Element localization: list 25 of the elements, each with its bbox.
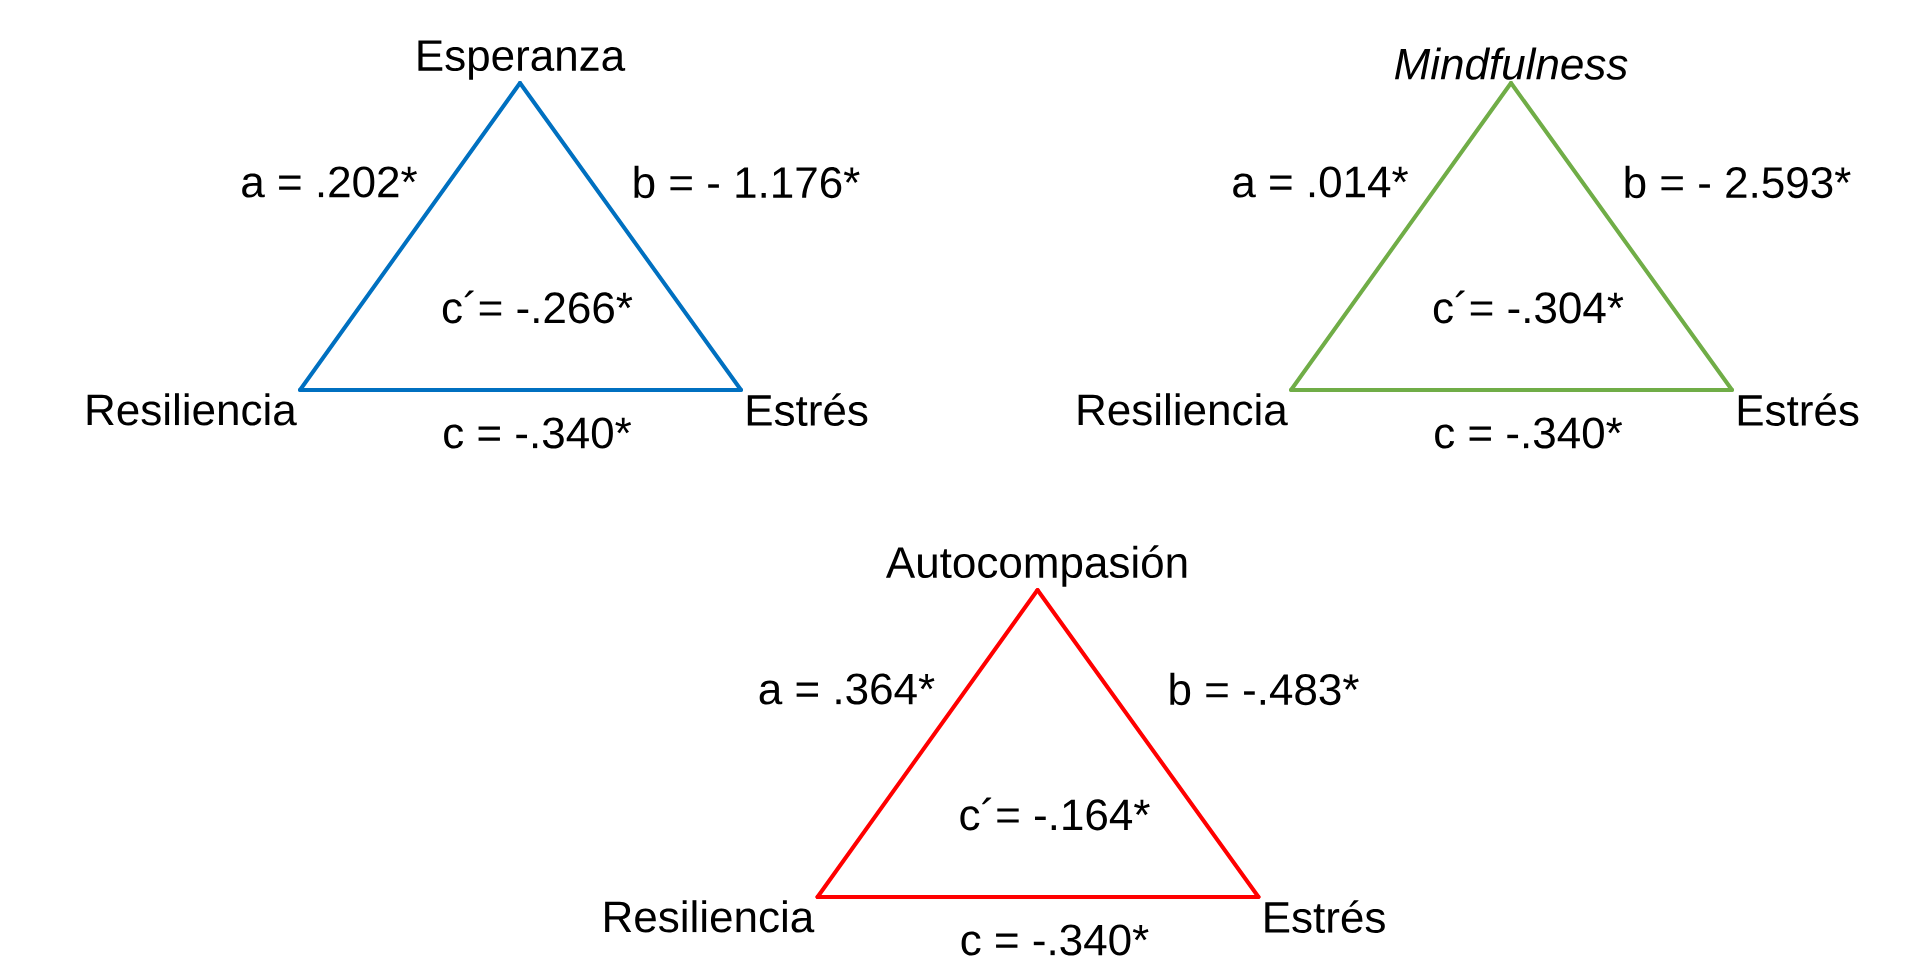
edge-label: b = - 2.593*: [1625, 165, 1851, 199]
edge-label: a = .364*: [759, 673, 935, 705]
effect-label: c´= -.164*: [960, 797, 1150, 831]
edge-label: c = -.340*: [961, 924, 1149, 956]
vertex-label: Resiliencia: [87, 393, 297, 426]
triangle-side: [815, 895, 1261, 899]
triangle-side: [815, 588, 1040, 899]
vertex-label: Mindfulness: [1394, 47, 1628, 80]
edge-label: b = - 1.176*: [634, 165, 860, 199]
edge-label: b = -.483*: [1170, 672, 1359, 706]
edge-label: c = -.340*: [1435, 417, 1623, 449]
edge-label: c = -.340*: [444, 417, 632, 449]
triangle-side: [298, 388, 743, 392]
vertex-label: Autocompasión: [885, 545, 1187, 587]
vertex-label: Estrés: [1738, 393, 1859, 426]
vertex-label: Estrés: [747, 393, 868, 426]
triangle-side: [1289, 388, 1734, 392]
effect-label: c´= -.266*: [442, 290, 633, 324]
vertex-label: Resiliencia: [1078, 393, 1288, 426]
edge-label: a = .202*: [242, 166, 417, 198]
vertex-label: Estrés: [1265, 900, 1385, 933]
effect-label: c´= -.304*: [1433, 290, 1624, 324]
vertex-label: Esperanza: [418, 40, 626, 80]
edge-label: a = .014*: [1233, 166, 1408, 198]
vertex-label: Resiliencia: [605, 900, 815, 933]
